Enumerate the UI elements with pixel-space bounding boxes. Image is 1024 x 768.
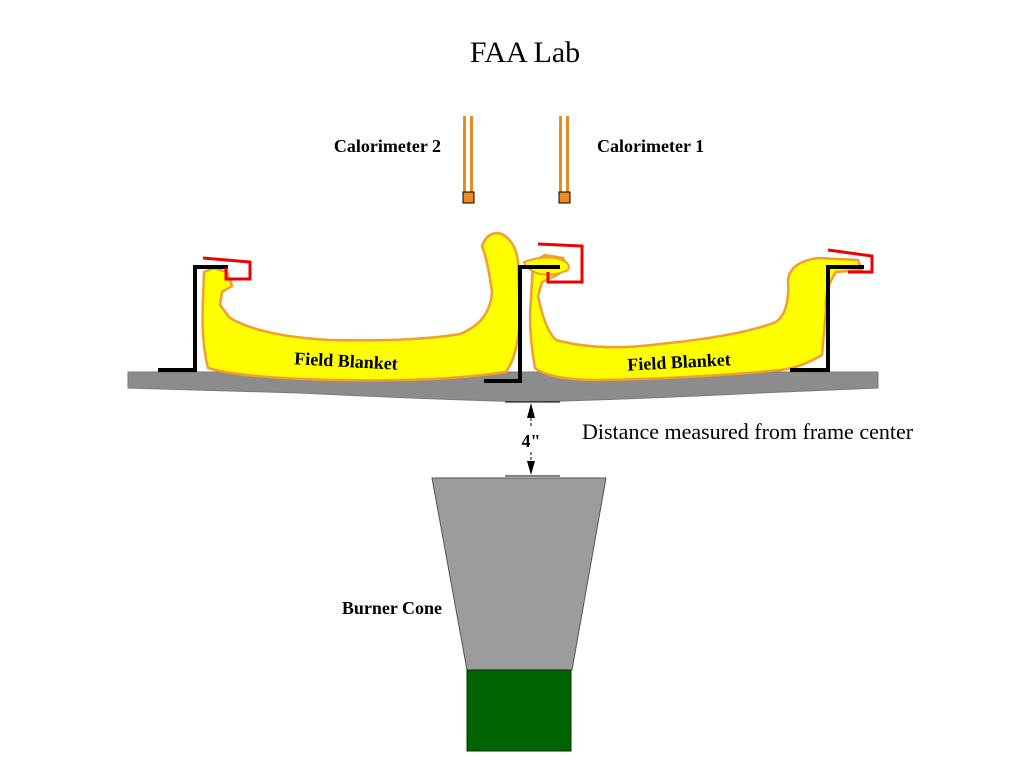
distance-arrowhead-down-icon — [527, 461, 535, 475]
calorimeter-2 — [462, 116, 475, 204]
distance-arrowhead-up-icon — [527, 403, 535, 418]
diagram-title: FAA Lab — [470, 36, 580, 69]
distance-marker: 4" — [505, 401, 560, 477]
calorimeter-2-tip — [462, 191, 475, 204]
frame-bracket-left — [158, 265, 228, 372]
field-blanket-left — [201, 232, 522, 382]
calorimeter-2-tube-b — [470, 116, 473, 192]
calorimeter-2-label: Calorimeter 2 — [334, 136, 441, 156]
burner-cone — [431, 477, 607, 671]
calorimeter-1 — [558, 116, 571, 204]
clips — [202, 242, 874, 284]
burner-nozzle — [466, 669, 572, 752]
frame-bracket-right — [790, 265, 864, 372]
distance-value: 4" — [522, 431, 541, 451]
calorimeter-1-label: Calorimeter 1 — [597, 136, 704, 156]
calorimeter-1-tube-b — [566, 116, 569, 192]
frame-bracket-center — [484, 265, 560, 383]
distance-note: Distance measured from frame center — [582, 419, 914, 444]
support-plate — [127, 371, 879, 403]
calorimeter-1-tip — [558, 191, 571, 204]
field-blanket-right — [528, 253, 864, 382]
clip-right — [827, 248, 874, 274]
frame-brackets — [158, 265, 864, 383]
clip-center — [537, 242, 584, 284]
calorimeter-2-tube-a — [463, 116, 466, 192]
clip-left — [202, 256, 252, 281]
burner-cone-label: Burner Cone — [342, 598, 442, 618]
calorimeter-1-tube-a — [559, 116, 562, 192]
